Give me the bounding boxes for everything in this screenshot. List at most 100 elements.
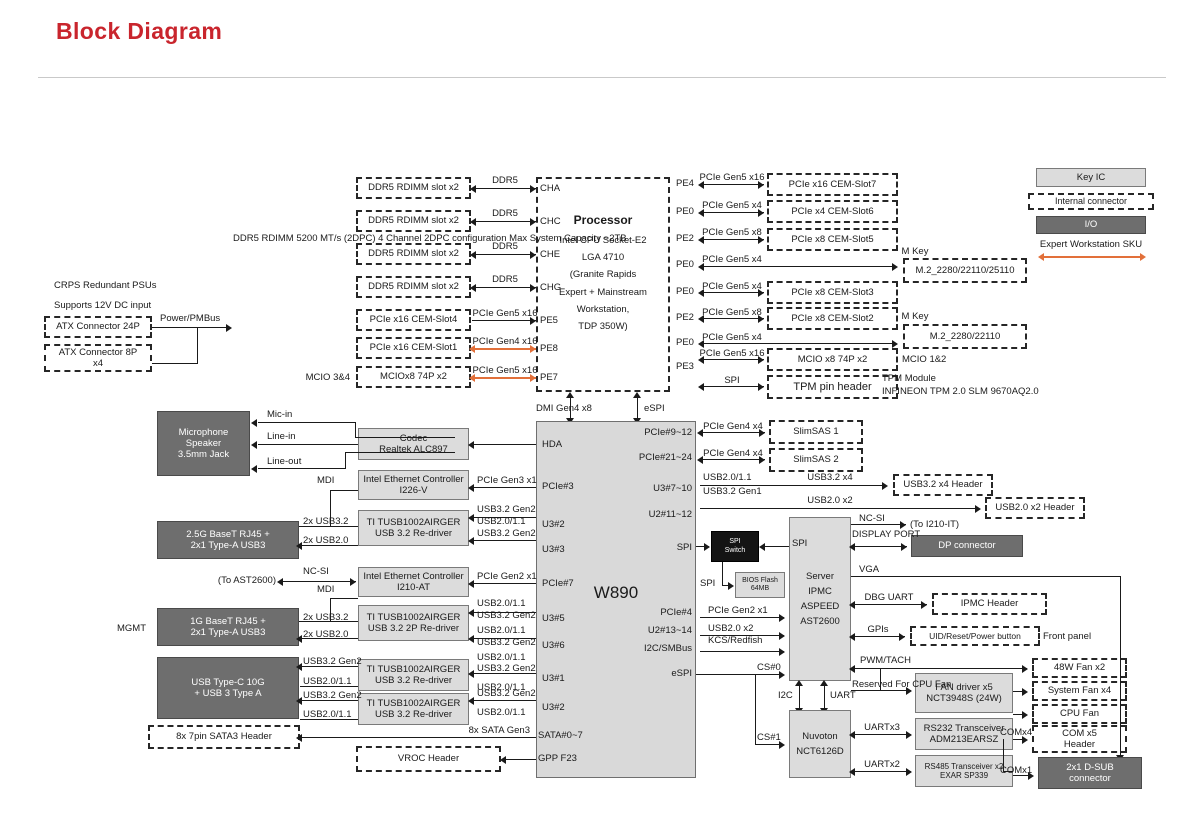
vroc-header[interactable]: VROC Header — [356, 746, 501, 772]
link-rd4-out-a — [300, 700, 358, 701]
bus-rd1-out-1: 2x USB2.0 — [303, 535, 349, 546]
link-psu-join — [197, 327, 198, 364]
arrow-pe2b-l — [698, 315, 704, 323]
m2-slot-1[interactable]: M.2_2280/22110/25110 — [903, 258, 1027, 283]
port-pe7: PE7 — [540, 372, 558, 383]
header-divider — [38, 77, 1166, 78]
bus-rd2-in-3: USB3.2 Gen2 — [477, 637, 536, 648]
port-pe4: PE4 — [676, 178, 694, 189]
pcie-cem-slot2[interactable]: PCIe x8 CEM-Slot2 — [767, 307, 898, 330]
arrow-sysfan — [1022, 688, 1028, 696]
dimm-slot-chc[interactable]: DDR5 RDIMM slot x2 — [356, 210, 471, 232]
dimm-slot-cha[interactable]: DDR5 RDIMM slot x2 — [356, 177, 471, 199]
link-slimsas2 — [700, 459, 765, 460]
mcio-1-2-note: MCIO 1&2 — [902, 354, 947, 365]
legend-arrow-left-head — [1038, 253, 1044, 261]
ipmc-header[interactable]: IPMC Header — [932, 593, 1047, 615]
bus-ddr5-che: DDR5 — [492, 241, 518, 252]
atx-connector-24p[interactable]: ATX Connector 24P — [44, 316, 152, 338]
fan-cpu[interactable]: CPU Fan — [1032, 704, 1127, 724]
lan-controller-i210at: Intel Ethernet Controller I210-AT — [358, 567, 469, 597]
bus-pe2-a: PCIe Gen5 x8 — [702, 227, 762, 238]
link-dbg-uart — [851, 604, 927, 605]
bios-flash: BIOS Flash 64MB — [735, 572, 785, 598]
tpm-pin-header[interactable]: TPM pin header — [767, 375, 898, 399]
arrow-sio-fandriver — [906, 687, 912, 695]
port-pe0-a: PE0 — [676, 206, 694, 217]
pcie-cem-slot4[interactable]: PCIe x16 CEM-Slot4 — [356, 309, 471, 331]
link-psu-24p — [152, 327, 168, 328]
arrow-pe3-r — [758, 356, 764, 364]
m2-slot-2[interactable]: M.2_2280/22110 — [903, 324, 1027, 349]
bus-rd1-out-0: 2x USB3.2 — [303, 516, 349, 527]
link-rs232-com — [1013, 739, 1026, 740]
front-panel-label: Front panel — [1043, 631, 1092, 642]
arrow-pe0d-r — [892, 340, 898, 348]
usb32-x4-header[interactable]: USB3.2 x4 Header — [893, 474, 993, 496]
bus-pe8: PCIe Gen4 x16 — [472, 336, 538, 347]
arrow-com-header — [1022, 736, 1028, 744]
arrow-gpis-l — [849, 633, 855, 641]
dimm-slot-chg[interactable]: DDR5 RDIMM slot x2 — [356, 276, 471, 298]
pch-port-pcie4: PCIe#4 — [660, 607, 692, 618]
slimsas-1[interactable]: SlimSAS 1 — [769, 420, 863, 444]
link-ddr5-chc — [472, 221, 536, 222]
port-pe2-b: PE2 — [676, 312, 694, 323]
link-rs485-to-com — [1003, 739, 1004, 771]
slimsas-2[interactable]: SlimSAS 2 — [769, 448, 863, 472]
atx-connector-8p[interactable]: ATX Connector 8P x4 — [44, 344, 152, 372]
psu-note-line1: CRPS Redundant PSUs — [54, 280, 157, 291]
front-panel-buttons[interactable]: UID/Reset/Power button — [910, 626, 1040, 646]
page-title: Block Diagram — [56, 18, 223, 44]
bus-slimsas1: PCIe Gen4 x4 — [703, 421, 763, 432]
arrow-ddr5-cha-r — [530, 185, 536, 193]
fan-system[interactable]: System Fan x4 — [1032, 681, 1127, 701]
audio-codec: Codec Realtek ALC897 — [358, 428, 469, 460]
bus-rd3-out-1: USB2.0/1.1 — [303, 676, 352, 687]
link-pe4 — [700, 184, 764, 185]
link-mic-in-b — [258, 422, 356, 423]
pcie-cem-slot5[interactable]: PCIe x8 CEM-Slot5 — [767, 228, 898, 251]
bus-rd4-in-1: USB2.0/1.1 — [477, 707, 526, 718]
link-pwm-to-fandriver — [880, 668, 881, 690]
link-ddr5-chg — [472, 287, 536, 288]
usb20-x2-header[interactable]: USB2.0 x2 Header — [985, 497, 1085, 519]
pch-port-spi: SPI — [676, 542, 692, 553]
signal-mdi-1: MDI — [317, 475, 335, 486]
bus-pe0-d: PCIe Gen5 x4 — [702, 332, 762, 343]
fan-48w[interactable]: 48W Fan x2 — [1032, 658, 1127, 678]
m-key-label-1: M Key — [901, 246, 929, 257]
bus-usb32x4-mid: USB3.2 x4 — [807, 472, 853, 483]
mcio-3-4-connector[interactable]: MCIOx8 74P x2 — [356, 366, 471, 388]
arrow-ddr5-che-r — [530, 251, 536, 259]
arrow-pe7-l — [469, 374, 475, 382]
mcio-1-2-connector[interactable]: MCIO x8 74P x2 — [767, 348, 898, 371]
com-header[interactable]: COM x5 Header — [1032, 725, 1127, 753]
arrow-cs0 — [779, 671, 785, 679]
bus-rd3-in-0: USB2.0/1.1 — [477, 652, 526, 663]
pcie-cem-slot6[interactable]: PCIe x4 CEM-Slot6 — [767, 200, 898, 223]
pcie-cem-slot1[interactable]: PCIe x16 CEM-Slot1 — [356, 337, 471, 359]
sata3-header[interactable]: 8x 7pin SATA3 Header — [148, 725, 300, 749]
pcie-cem-slot7[interactable]: PCIe x16 CEM-Slot7 — [767, 173, 898, 196]
link-psu-8p — [152, 363, 198, 364]
audio-jack-block: Microphone Speaker 3.5mm Jack — [157, 411, 250, 476]
arrow-ddr5-chc-r — [530, 218, 536, 226]
link-vroc — [503, 759, 536, 760]
bus-rd3-in-1: USB3.2 Gen2 — [477, 663, 536, 674]
link-rd1-out-a — [300, 526, 358, 527]
pch-port-gppf23: GPP F23 — [538, 753, 577, 764]
dimm-slot-che[interactable]: DDR5 RDIMM slot x2 — [356, 243, 471, 265]
arrow-pe0a-l — [698, 209, 704, 217]
pch-w890: W890 — [536, 421, 696, 778]
psu-note-line2: Supports 12V DC input — [54, 300, 152, 311]
legend-internal-connector: Internal connector — [1028, 193, 1154, 210]
link-ddr5-cha — [472, 188, 536, 189]
link-rd4-out-b — [300, 719, 358, 720]
link-pe2-a — [700, 239, 764, 240]
bus-comx1: COMx1 — [1000, 765, 1033, 776]
link-espi-trunk — [696, 674, 756, 675]
arrow-dmi-up — [566, 392, 574, 398]
arrow-pe2b-r — [758, 315, 764, 323]
pcie-cem-slot3[interactable]: PCIe x8 CEM-Slot3 — [767, 281, 898, 304]
